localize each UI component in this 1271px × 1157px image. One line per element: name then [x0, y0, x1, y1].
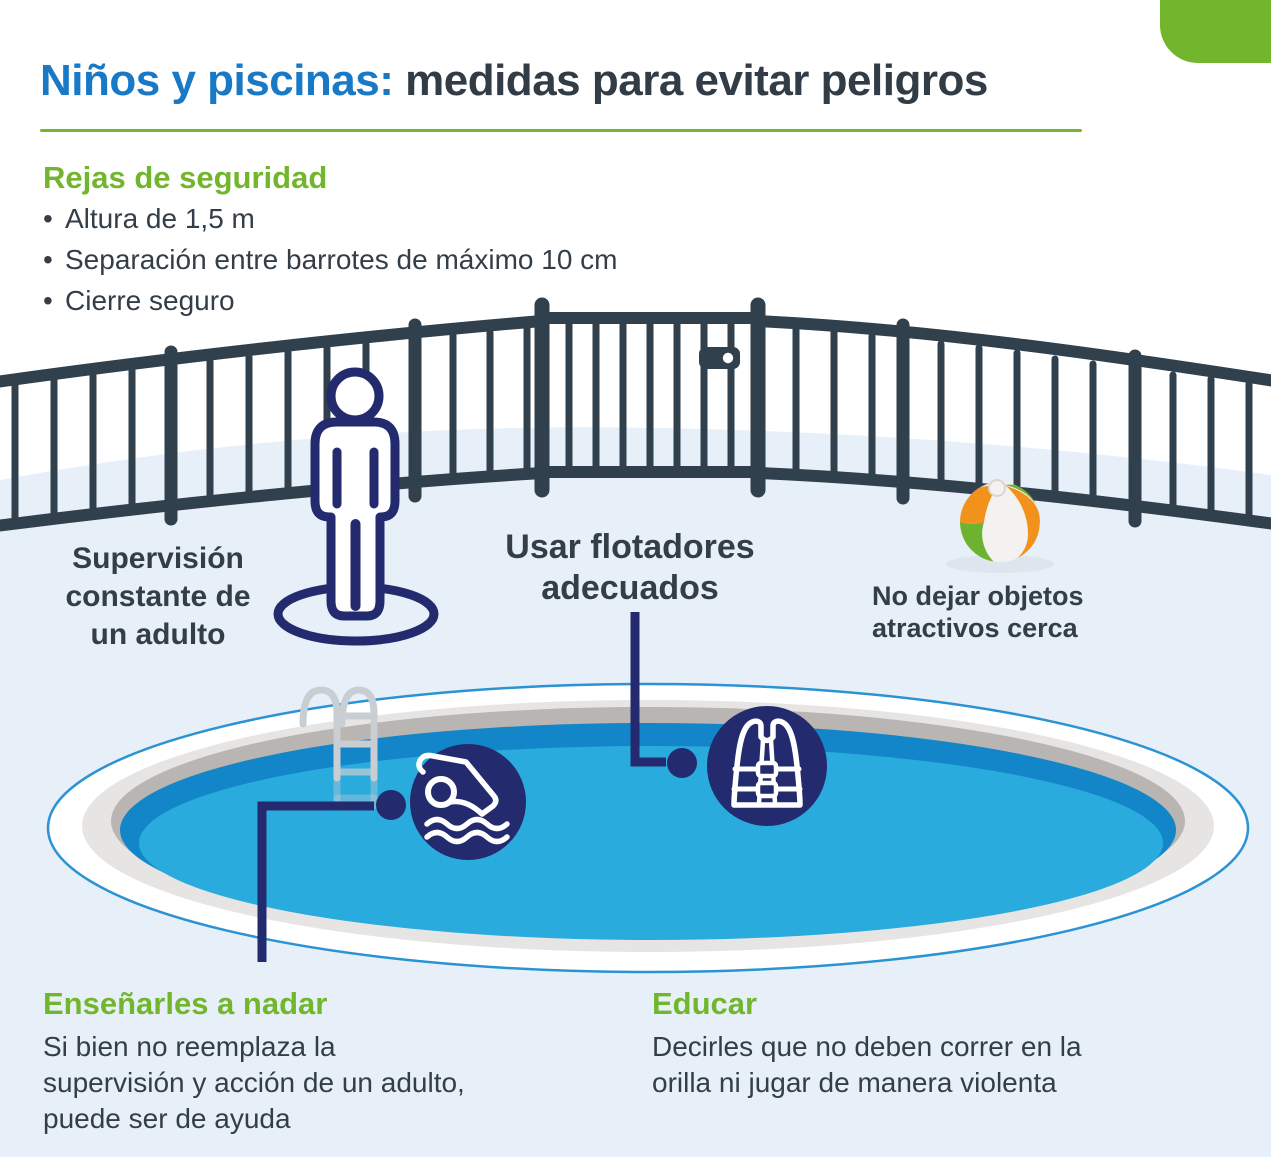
bullet-icon: • [43, 203, 53, 234]
fence-rules-list: • Altura de 1,5 m • Separación entre bar… [43, 198, 618, 321]
body-line: supervisión y acción de un adulto, [43, 1067, 465, 1098]
pool-ladder-icon [299, 686, 378, 810]
pool [46, 682, 1250, 974]
swimmer-icon [416, 752, 510, 845]
section-teach-swim: Enseñarles a nadar Si bien no reemplaza … [43, 986, 465, 1137]
label-no-objects: No dejar objetos atractivos cerca [872, 580, 1084, 644]
body-line: Si bien no reemplaza la [43, 1031, 336, 1062]
section-heading-educate: Educar [652, 986, 758, 1021]
label-line: Usar flotadores [505, 528, 755, 566]
label-line: un adulto [90, 618, 226, 651]
life-vest-icon [731, 718, 803, 808]
page-title-highlight: Niños y piscinas: [40, 56, 394, 105]
title-divider [40, 129, 1082, 132]
green-corner-tab [1160, 0, 1271, 63]
page-title: Niños y piscinas: medidas para evitar pe… [40, 56, 988, 106]
connector-floaties [630, 612, 697, 778]
label-line: Supervisión [72, 542, 244, 575]
section-heading-teach-swim: Enseñarles a nadar [43, 986, 328, 1021]
section-educate: Educar Decirles que no deben correr en l… [652, 986, 1082, 1101]
list-item: • Altura de 1,5 m [43, 198, 618, 239]
label-line: atractivos cerca [872, 613, 1078, 643]
label-line: adecuados [541, 569, 719, 607]
list-item-text: Altura de 1,5 m [65, 203, 255, 234]
list-item-text: Cierre seguro [65, 285, 235, 316]
label-line: No dejar objetos [872, 581, 1084, 611]
body-line: orilla ni jugar de manera violenta [652, 1067, 1057, 1098]
page-title-rest: medidas para evitar peligros [393, 56, 988, 105]
adult-figure-icon [273, 367, 439, 646]
list-item-text: Separación entre barrotes de máximo 10 c… [65, 244, 618, 275]
bullet-icon: • [43, 285, 53, 316]
gate-latch-icon [699, 347, 740, 369]
body-line: puede ser de ayuda [43, 1103, 291, 1134]
label-floaties: Usar flotadores adecuados [478, 527, 782, 609]
body-line: Decirles que no deben correr en la [652, 1031, 1082, 1062]
label-supervision: Supervisión constante de un adulto [28, 540, 288, 654]
list-item: • Cierre seguro [43, 280, 618, 321]
list-item: • Separación entre barrotes de máximo 10… [43, 239, 618, 280]
section-body-teach-swim: Si bien no reemplaza la supervisión y ac… [43, 1029, 465, 1137]
life-vest-badge [707, 706, 827, 826]
swimmer-badge [410, 744, 526, 860]
section-body-educate: Decirles que no deben correr en la orill… [652, 1029, 1082, 1101]
bullet-icon: • [43, 244, 53, 275]
section-heading-fence-rules: Rejas de seguridad [43, 160, 328, 195]
beach-ball-icon [946, 479, 1054, 573]
connector-teach-swim [257, 790, 406, 962]
label-line: constante de [65, 580, 251, 613]
